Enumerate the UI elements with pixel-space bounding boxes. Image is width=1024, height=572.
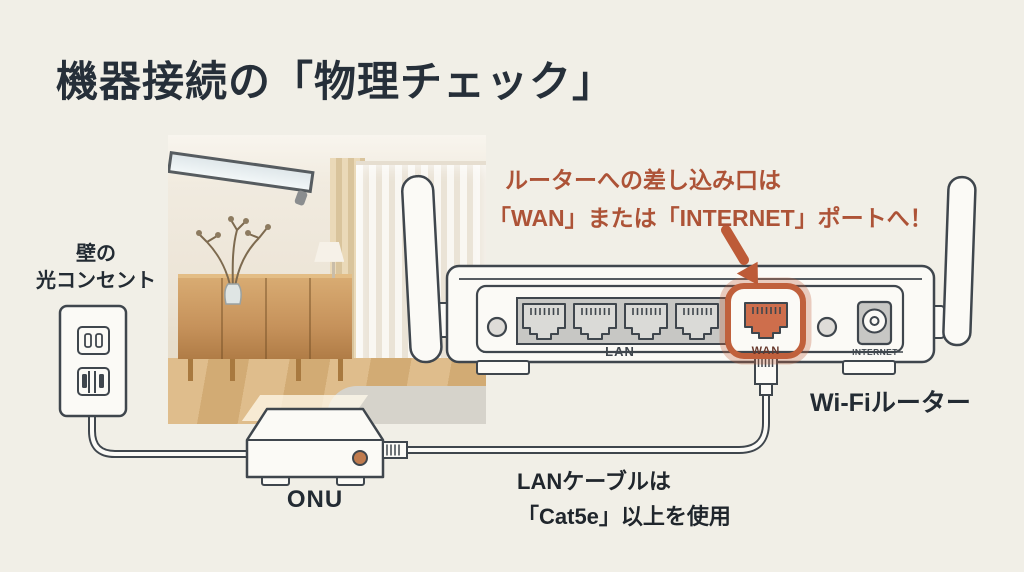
wan-port-label: WAN — [751, 345, 781, 357]
arrow-down-icon — [721, 225, 758, 285]
router-icon — [445, 264, 936, 375]
rj45-plug-side-icon — [382, 441, 408, 459]
lan-port-icon — [522, 303, 566, 340]
wan-port-icon — [744, 302, 788, 339]
router-label: Wi-Fiルーター — [810, 389, 971, 417]
wan-annotation: ルーターへの差し込み口は 「WAN」または「INTERNET」ポートへ！ — [488, 161, 933, 237]
wan-highlight-ring — [719, 277, 812, 365]
onu-icon — [245, 407, 408, 486]
lan-cable-note-line2: 「Cat5e」以上を使用 — [517, 504, 731, 529]
lan-port-icon — [675, 303, 719, 340]
page-title: 機器接続の「物理チェック」 — [56, 58, 616, 105]
onu-led-icon — [352, 450, 368, 466]
power-jack-icon — [856, 300, 893, 346]
antenna-right-icon — [928, 175, 977, 347]
wall-outlet-label: 壁の 光コンセント — [10, 241, 182, 295]
wall-outlet-label-line2: 光コンセント — [36, 270, 156, 292]
lan-ports-label: LAN — [605, 344, 635, 359]
optical-cable — [88, 380, 258, 458]
reset-button-icon — [486, 316, 508, 338]
rj45-plug-icon — [754, 355, 778, 396]
internet-jack-label: INTERNET — [852, 347, 898, 357]
onu-label: ONU — [286, 486, 344, 513]
photo-vase-branches — [196, 216, 272, 306]
status-led-icon — [816, 316, 838, 338]
antenna-left-icon — [401, 174, 450, 364]
wan-annotation-line2: 「WAN」または「INTERNET」ポートへ！ — [488, 205, 933, 231]
photo-sideboard — [177, 273, 353, 381]
router-foot — [476, 360, 530, 375]
wall-outlet-label-line1: 壁の — [76, 243, 116, 265]
photo-lamp-base — [332, 262, 336, 279]
lan-cable-note-line1: LANケーブルは — [517, 469, 671, 494]
lan-port-icon — [573, 303, 617, 340]
router-foot — [842, 360, 896, 375]
lan-cable — [402, 392, 770, 454]
photo-lamp — [314, 241, 345, 262]
wan-annotation-line1: ルーターへの差し込み口は — [505, 167, 781, 193]
lan-cable-note: LANケーブルは 「Cat5e」以上を使用 — [517, 464, 731, 534]
wall-outlet-icon — [58, 304, 128, 418]
lan-port-icon — [624, 303, 668, 340]
